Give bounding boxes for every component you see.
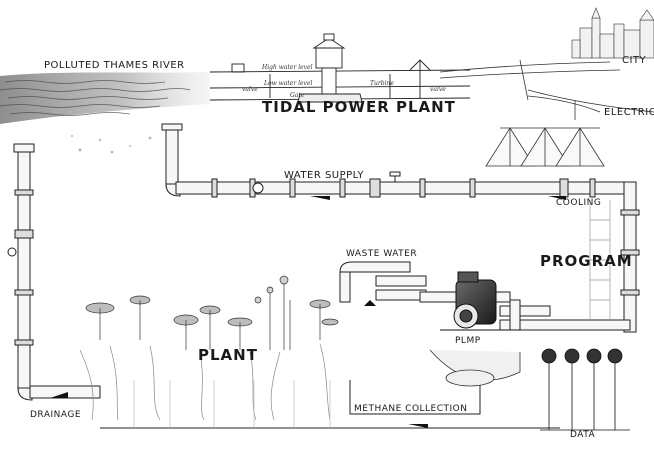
valve-note-a: valve <box>242 86 258 93</box>
hanging-lamps <box>486 128 604 166</box>
plant-label: PLANT <box>198 346 258 364</box>
river-label: POLLUTED THAMES RIVER <box>44 60 185 71</box>
water-supply-label: WATER SUPPLY <box>284 170 364 181</box>
tidal-plant-label: TIDAL POWER PLANT <box>262 98 456 116</box>
program-label: PROGRAM <box>540 252 633 270</box>
turbine-note: Turbine <box>370 80 394 87</box>
drainage-pipe <box>8 144 100 400</box>
valve-note-b: valve <box>430 86 446 93</box>
drainage-label: DRAINAGE <box>30 410 81 420</box>
tank-basin <box>430 350 520 386</box>
pump-label: PLMP <box>455 336 481 346</box>
electric-label: ELECTRIC <box>604 107 654 118</box>
city-skyline <box>572 8 654 58</box>
methane-collection-label: METHANE COLLECTION <box>354 404 468 414</box>
gate-note: Gate <box>290 92 304 99</box>
cooling-label: COOLING <box>556 198 601 208</box>
waste-water-label: WASTE WATER <box>346 249 417 259</box>
high-water-note: High water level <box>262 64 313 71</box>
low-water-note: Low water level <box>264 80 312 87</box>
city-label: CITY <box>622 55 646 66</box>
data-label: DATA <box>570 430 595 440</box>
data-sensors <box>540 349 630 430</box>
